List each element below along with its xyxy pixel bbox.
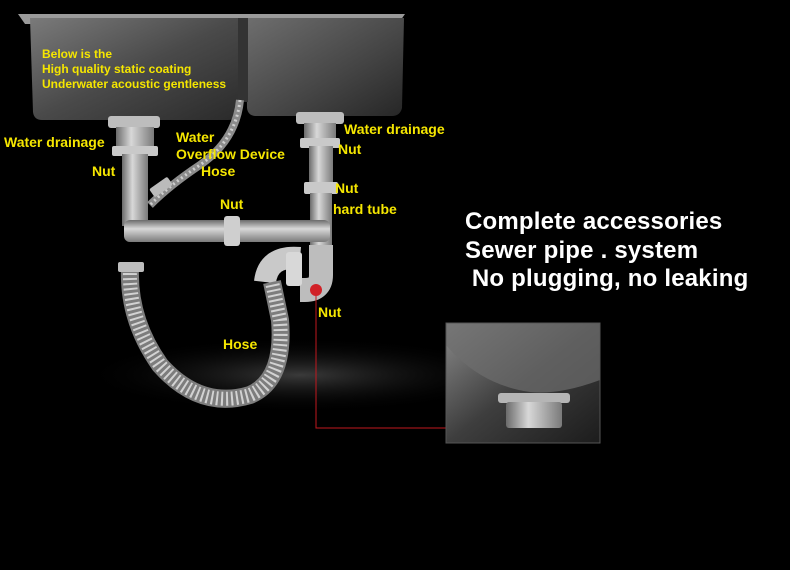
nut-right-top-label: Nut: [338, 141, 362, 157]
left-sink-basin: [30, 18, 240, 120]
water-drainage-right-label: Water drainage: [344, 121, 445, 137]
coating-note-line2: High quality static coating: [42, 62, 192, 76]
water-overflow-label-line1: Water: [176, 129, 215, 145]
nut-bottom-label: Nut: [318, 304, 342, 320]
right-sink-basin: [246, 18, 404, 116]
nut-center-label: Nut: [220, 196, 244, 212]
hose-upper-label: Hose: [201, 163, 236, 179]
nut-left-label: Nut: [92, 163, 116, 179]
overflow-hose: [147, 99, 244, 208]
callout-dot: [310, 284, 322, 296]
water-overflow-label-line2: Overflow Device: [176, 146, 285, 162]
inset-detail-image: [445, 322, 601, 444]
headline-line2: Sewer pipe . system: [465, 237, 699, 264]
coating-note-line3: Underwater acoustic gentleness: [42, 77, 227, 91]
hard-tube-label: hard tube: [333, 201, 397, 217]
headline-line3: No plugging, no leaking: [465, 265, 749, 292]
coating-note-line1: Below is the: [42, 47, 113, 61]
callout-line: [315, 296, 448, 429]
nut-right-mid-label: Nut: [335, 180, 359, 196]
water-drainage-left-label: Water drainage: [4, 134, 105, 150]
headline-line1: Complete accessories: [465, 208, 723, 235]
p-trap: [300, 245, 333, 302]
hose-lower-label: Hose: [223, 336, 258, 352]
